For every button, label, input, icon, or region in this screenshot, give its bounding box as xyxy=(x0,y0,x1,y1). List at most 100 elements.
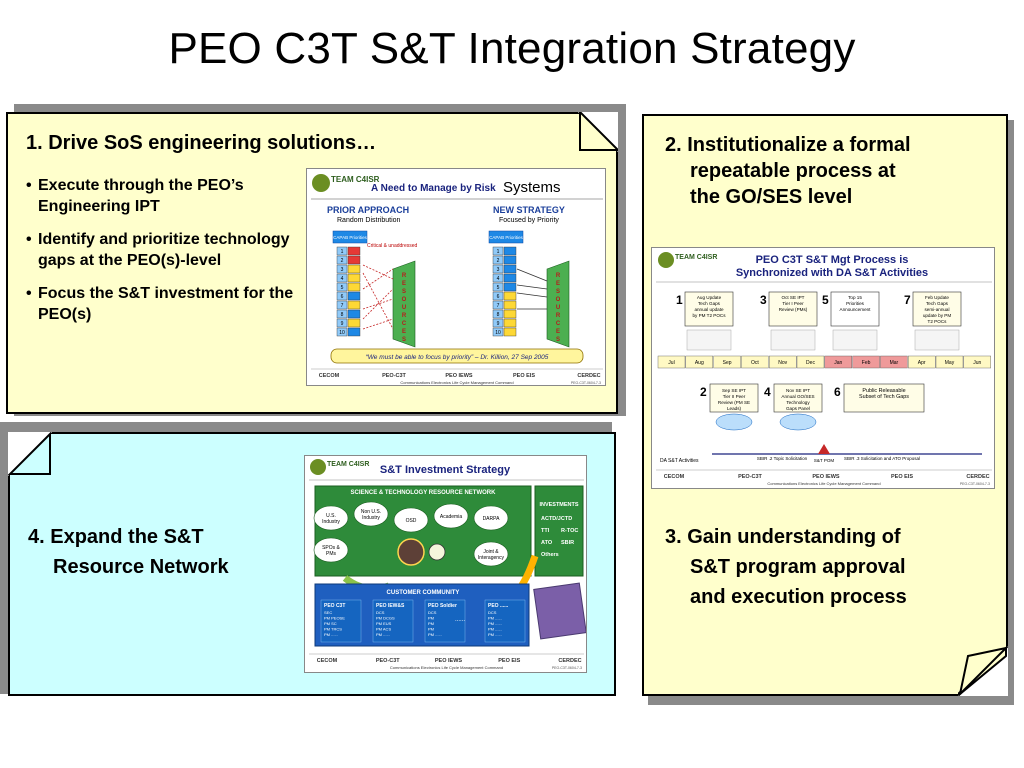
month-cell xyxy=(713,355,741,369)
risk-overlay-systems: Systems xyxy=(503,179,561,196)
footer-command: Communications Electronics Life Cycle Ma… xyxy=(400,380,513,385)
q4-heading-line: Resource Network xyxy=(53,556,229,578)
logo-text: TEAM C4ISR xyxy=(675,254,717,261)
investments-box xyxy=(534,485,584,577)
customer-item: PM xyxy=(428,621,434,626)
customer-name: PEO IEW&S xyxy=(376,603,405,609)
resource-letter: S xyxy=(402,289,406,295)
customer-item: PM TRCS xyxy=(324,627,342,632)
quote-box xyxy=(330,348,584,364)
network-node-label: U.S. xyxy=(326,513,336,519)
priority-number: 7 xyxy=(341,303,344,309)
priority-status-cell xyxy=(503,291,517,301)
priority-number-cell xyxy=(336,246,348,256)
month-cell xyxy=(796,355,825,369)
footer-org: PEO-C3T xyxy=(382,373,406,379)
step-text: Tier II Peer xyxy=(723,394,746,399)
customer-column xyxy=(372,599,414,643)
step-text: Priorities xyxy=(846,301,865,306)
network-node-label: PMs xyxy=(326,551,337,557)
priority-number-cell xyxy=(492,246,504,256)
risk-diagram: TEAM C4ISR A Need to Manage by Risk Syst… xyxy=(311,174,603,385)
resource-letter: E xyxy=(402,329,406,335)
small-seal xyxy=(428,543,446,561)
focused-by-priority-label: Focused by Priority xyxy=(499,217,559,224)
priority-status-cell xyxy=(347,300,361,310)
month-label: Feb xyxy=(862,360,871,366)
q1-folded-corner xyxy=(578,112,618,152)
resource-letter: O xyxy=(556,297,561,303)
step-text: by PM T2 POCs xyxy=(692,313,726,318)
customer-item: PM xyxy=(428,627,434,632)
footer-page-code: PEO-C3T-0604-7-3 xyxy=(552,666,582,670)
step-text: Oct SE IPT xyxy=(782,295,805,300)
new-resources-block xyxy=(546,260,570,348)
footer-org: PEO-C3T xyxy=(738,474,762,480)
column-header xyxy=(488,230,524,244)
priority-number: 8 xyxy=(341,312,344,318)
customer-label: CUSTOMER COMMUNITY xyxy=(387,590,460,596)
month-label: Jan xyxy=(834,360,842,366)
customer-column xyxy=(320,599,362,643)
customer-item: PM ACS xyxy=(376,627,391,632)
month-cell xyxy=(963,355,991,369)
prior-approach-label: PRIOR APPROACH xyxy=(327,205,409,215)
month-label: Oct xyxy=(751,360,759,366)
step-text: Subset of Tech Gaps xyxy=(859,394,909,400)
people-icon xyxy=(779,413,817,431)
step-doc-thumbnail xyxy=(914,329,960,351)
priority-status-cell xyxy=(347,273,361,283)
footer-org: PEO EIS xyxy=(513,373,535,379)
priority-number-cell xyxy=(492,264,504,274)
step-text: Annual GO/SES xyxy=(781,394,814,399)
month-cell xyxy=(657,355,686,369)
customer-item: PM ...... xyxy=(324,632,338,637)
q3-heading-line: 3. Gain understanding of xyxy=(665,526,901,548)
priority-number-cell xyxy=(492,291,504,301)
resource-letter: S xyxy=(402,337,406,343)
priority-status-cell xyxy=(503,273,517,283)
priority-status-cell xyxy=(347,264,361,274)
step-text: Review (PMs) xyxy=(779,307,808,312)
customer-item: PM ...... xyxy=(488,616,502,621)
network-node-label: DARPA xyxy=(483,516,501,522)
sbir2-label: SBIR .2 Topic Solicitation xyxy=(757,456,808,461)
priority-status-cell xyxy=(503,246,517,256)
q2-heading-line: 2. Institutionalize a formal xyxy=(665,134,911,156)
network-node-label: Industry xyxy=(362,515,380,521)
priority-number-cell xyxy=(336,300,348,310)
network-node xyxy=(433,503,469,529)
resource-letter: C xyxy=(556,321,561,327)
month-label: Sep xyxy=(723,360,732,366)
customer-item: DCS xyxy=(488,610,497,615)
priority-number: 3 xyxy=(497,267,500,273)
step-box xyxy=(912,291,962,327)
q4-heading: 4. Expand the S&T Resource Network xyxy=(28,522,298,582)
column-header-text: CAPAB Priorities xyxy=(333,235,367,240)
priority-number-cell xyxy=(492,300,504,310)
critical-unaddressed-label: Critical & unaddressed xyxy=(367,243,418,249)
priority-status-cell xyxy=(503,264,517,274)
q1-bullet: •Execute through the PEO’s Engineering I… xyxy=(26,177,244,215)
month-cell xyxy=(685,355,713,369)
priority-number: 6 xyxy=(497,294,500,300)
resource-letter: S xyxy=(556,289,560,295)
mgt-process-diagram: TEAM C4ISR PEO C3T S&T Mgt Process is Sy… xyxy=(656,252,992,486)
step-text: Announcement xyxy=(840,307,872,312)
customer-item: PM SC xyxy=(324,621,337,626)
footer-org: PEO IEWS xyxy=(812,474,840,480)
q1-bullet: •Focus the S&T investment for the PEO(s) xyxy=(26,285,294,323)
q1-bullet: •Identify and prioritize technology gaps… xyxy=(26,231,290,269)
step-text: Review (PM SE xyxy=(718,400,750,405)
customer-item: PM PEOSE xyxy=(324,616,345,621)
step-text: Tech Gaps xyxy=(698,301,721,306)
priority-number-cell xyxy=(492,327,504,337)
step-box xyxy=(768,291,818,327)
q1-heading: 1. Drive SoS engineering solutions… xyxy=(26,132,377,154)
priority-number-cell xyxy=(336,327,348,337)
team-c4isr-logo: TEAM C4ISR xyxy=(312,174,380,192)
